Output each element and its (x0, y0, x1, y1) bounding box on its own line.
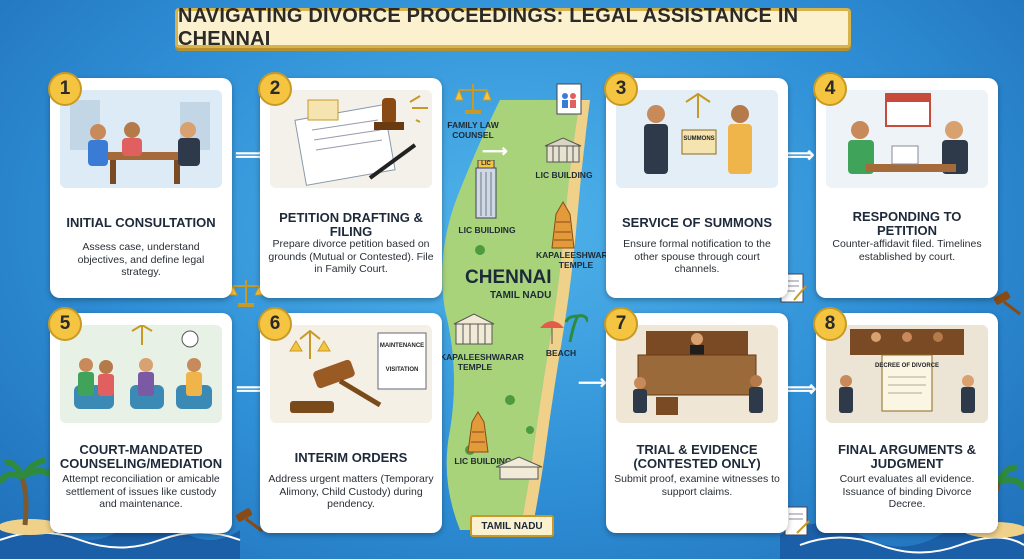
arrow-map-to-7: ⟶ (578, 372, 607, 394)
step-6-badge: 6 (258, 307, 292, 341)
map-label-beach: BEACH (545, 348, 577, 358)
step-8-description: Court evaluates all evidence. Issuance o… (839, 473, 975, 510)
judgment-illustration: DECREE OF DIVORCE (826, 325, 988, 423)
scales-of-justice-icon (454, 84, 492, 114)
step-8-title: FINAL ARGUMENTS & JUDGMENT (838, 442, 976, 471)
step-7-description: Submit proof, examine witnesses to suppo… (614, 473, 780, 498)
step-7-title: TRIAL & EVIDENCE (CONTESTED ONLY) (633, 442, 761, 471)
step-7-badge: 7 (604, 307, 638, 341)
step-4-title: RESPONDING TO PETITION (852, 209, 962, 238)
scales-small-icon (228, 280, 264, 307)
map-bottom-label: TAMIL NADU (481, 520, 543, 532)
map-city-label: CHENNAI (465, 267, 552, 288)
map-arrow-to-lic: ⟶ (482, 141, 508, 161)
step-2-title: PETITION DRAFTING & FILING (279, 210, 423, 239)
map-label-temple-1: KAPALEESHWARAR TEMPLE (536, 250, 620, 270)
step-6-description: Address urgent matters (Temporary Alimon… (268, 473, 434, 510)
gavel-small-icon (235, 508, 263, 533)
step-card-3: SUMMONS SERVICE OF SUMMONS Ensure formal… (606, 78, 788, 298)
arrow-1-to-2: ⟹ (235, 142, 267, 167)
step-4-description: Counter-affidavit filed. Timelines estab… (832, 238, 982, 263)
arrow-3-to-4: ⟹ (783, 142, 815, 167)
beach-umbrella-icon (540, 314, 588, 344)
step-4-badge: 4 (813, 72, 847, 106)
lic-tower-icon (475, 160, 497, 219)
step-5-badge: 5 (48, 307, 82, 341)
step-3-description: Ensure formal notification to the other … (623, 238, 771, 275)
petition-filing-illustration (270, 90, 432, 188)
decree-text: DECREE OF DIVORCE (875, 363, 939, 369)
map-label-family-law: FAMILY LAW COUNSEL (447, 120, 499, 140)
map-label-lic-3: LIC BUILDING (454, 456, 512, 466)
step-8-badge: 8 (813, 307, 847, 341)
step-card-2: PETITION DRAFTING & FILING Prepare divor… (260, 78, 442, 298)
step-card-7: TRIAL & EVIDENCE (CONTESTED ONLY) Submit… (606, 313, 788, 533)
step-card-8: DECREE OF DIVORCE FINAL ARGUMENTS & JUDG… (816, 313, 998, 533)
step-card-6: MAINTENANCE VISITATION INTERIM ORDERS Ad… (260, 313, 442, 533)
temple-tower-icon (467, 411, 489, 453)
step-card-1: INITIAL CONSULTATION Assess case, unders… (50, 78, 232, 298)
maintenance-text: MAINTENANCE (380, 343, 424, 349)
bridge-pavilion-icon (495, 456, 543, 480)
temple-gopuram-icon (551, 201, 575, 249)
map-label-lic-1: LIC BUILDING (535, 170, 593, 180)
response-illustration (826, 90, 988, 188)
step-1-description: Assess case, understand objectives, and … (77, 241, 205, 278)
arrow-5-to-6: ⟹ (236, 376, 268, 401)
step-1-title: INITIAL CONSULTATION (66, 215, 216, 230)
step-2-description: Prepare divorce petition based on ground… (268, 238, 434, 275)
lic-sign: LIC (481, 161, 491, 167)
step-5-title: COURT-MANDATED COUNSELING/MEDIATION (59, 442, 223, 471)
interim-orders-illustration: MAINTENANCE VISITATION (270, 325, 432, 423)
arrow-7-to-8: ⟹ (785, 376, 817, 401)
gavel-right-icon (993, 291, 1021, 316)
palm-tree-left-icon (0, 457, 62, 535)
map-bottom-label-box: TAMIL NADU (470, 515, 554, 537)
map-label-temple-2: KAPALEESHWARAR TEMPLE (440, 352, 524, 372)
temple-hall-icon (453, 313, 495, 345)
step-5-description: Attempt reconciliation or amicable settl… (62, 473, 220, 510)
step-3-title: SERVICE OF SUMMONS (621, 215, 772, 230)
title-banner: NAVIGATING DIVORCE PROCEEDINGS: LEGAL AS… (175, 5, 851, 50)
step-6-title: INTERIM ORDERS (294, 450, 408, 465)
step-card-4: RESPONDING TO PETITION Counter-affidavit… (816, 78, 998, 298)
certificate-small-icon (784, 506, 810, 536)
trial-illustration (616, 325, 778, 423)
map-label-lic-2: LIC BUILDING (458, 225, 516, 235)
step-2-badge: 2 (258, 72, 292, 106)
step-3-badge: 3 (604, 72, 638, 106)
step-card-5: COURT-MANDATED COUNSELING/MEDIATION Atte… (50, 313, 232, 533)
counseling-illustration (60, 325, 222, 423)
consultation-illustration (60, 90, 222, 188)
family-document-icon (556, 83, 582, 115)
summons-text: SUMMONS (683, 136, 714, 142)
map-state-label: TAMIL NADU (490, 290, 552, 301)
visitation-text: VISITATION (386, 367, 419, 373)
lic-building-icon (544, 137, 582, 163)
step-1-badge: 1 (48, 72, 82, 106)
page-title: NAVIGATING DIVORCE PROCEEDINGS: LEGAL AS… (178, 5, 799, 50)
summons-illustration: SUMMONS (616, 90, 778, 188)
